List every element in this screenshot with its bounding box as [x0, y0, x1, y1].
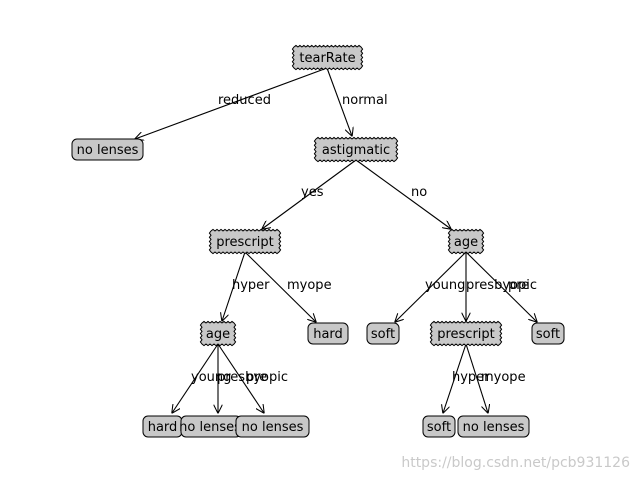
edge-label-presbyopic-2: presbyopic	[466, 278, 537, 293]
edge-label-young-2: young	[425, 278, 465, 293]
edge-label-myope-1: myope	[287, 278, 332, 293]
node-prescript-2[interactable]: prescript	[429, 320, 503, 347]
edge-label-presbyopic-1: presbyopic	[217, 370, 288, 385]
edge-young-1	[172, 343, 219, 413]
leaf-hard-mid[interactable]: hard	[307, 322, 349, 345]
node-label: age	[454, 235, 478, 250]
leaf-label: no lenses	[77, 143, 139, 158]
node-label: tearRate	[299, 51, 355, 66]
node-box	[429, 320, 503, 347]
edge-label-hyper-1: hyper	[232, 278, 270, 293]
node-age-right[interactable]: age	[447, 228, 485, 255]
leaf-label: soft	[371, 327, 395, 342]
edges	[135, 67, 537, 413]
leaf-label: hard	[313, 327, 343, 342]
leaf-no-lenses-2[interactable]: no lenses	[179, 415, 242, 438]
node-label: age	[206, 327, 230, 342]
edge-myope-1	[244, 251, 316, 322]
node-astigmatic[interactable]: astigmatic	[313, 136, 399, 163]
leaf-label: no lenses	[463, 420, 525, 435]
node-label: prescript	[216, 235, 274, 250]
node-tearrate[interactable]: tearRate	[291, 44, 364, 71]
leaf-label: soft	[427, 420, 451, 435]
edge-hyper-1	[222, 251, 246, 321]
node-label: prescript	[437, 327, 495, 342]
edge-label-reduced: reduced	[218, 93, 271, 108]
leaf-label: no lenses	[179, 420, 241, 435]
edge-label-hyper-2: hyper	[452, 370, 490, 385]
edge-label-normal: normal	[342, 93, 388, 108]
edge-pre-2	[465, 251, 537, 322]
leaf-label: soft	[536, 327, 560, 342]
edge-hyper-2	[443, 343, 467, 413]
edge-labels: reduced normal yes no hyper myope young …	[191, 93, 537, 385]
leaf-soft-right-1[interactable]: soft	[366, 322, 400, 345]
edge-no	[355, 159, 451, 229]
leaf-label: hard	[148, 420, 178, 435]
node-label: astigmatic	[322, 143, 390, 158]
leaf-no-lenses-1[interactable]: no lenses	[71, 138, 144, 161]
leaf-label: no lenses	[242, 420, 304, 435]
node-age-left[interactable]: age	[199, 320, 237, 347]
edge-label-young-1: young	[191, 370, 231, 385]
edge-young-2	[395, 251, 467, 322]
decision-nodes: tearRate astigmatic prescript age age pr…	[199, 44, 503, 347]
node-prescript-1[interactable]: prescript	[208, 228, 282, 255]
watermark-text: https://blog.csdn.net/pcb931126	[401, 455, 630, 471]
edge-label-pre-2: pre	[508, 278, 529, 293]
node-box	[199, 320, 237, 347]
leaf-nodes: no lenses hard soft soft hard no lenses …	[71, 138, 565, 438]
edge-label-pre-1: pre	[246, 370, 267, 385]
edge-label-yes: yes	[301, 185, 324, 200]
leaf-soft-right-2[interactable]: soft	[531, 322, 565, 345]
edge-yes	[262, 159, 357, 229]
leaf-no-lenses-4[interactable]: no lenses	[457, 415, 530, 438]
edge-myope-2	[465, 343, 488, 413]
node-box	[313, 136, 399, 163]
leaf-hard-bottom[interactable]: hard	[142, 415, 183, 438]
edge-label-no: no	[411, 185, 427, 200]
edge-normal	[326, 67, 352, 136]
edge-label-myope-2: myope	[481, 370, 526, 385]
edge-reduced	[135, 67, 328, 139]
node-box	[208, 228, 282, 255]
edge-pre-1	[217, 343, 264, 413]
leaf-soft-bottom[interactable]: soft	[422, 415, 456, 438]
leaf-no-lenses-3[interactable]: no lenses	[235, 415, 310, 438]
node-box	[291, 44, 364, 71]
node-box	[447, 228, 485, 255]
